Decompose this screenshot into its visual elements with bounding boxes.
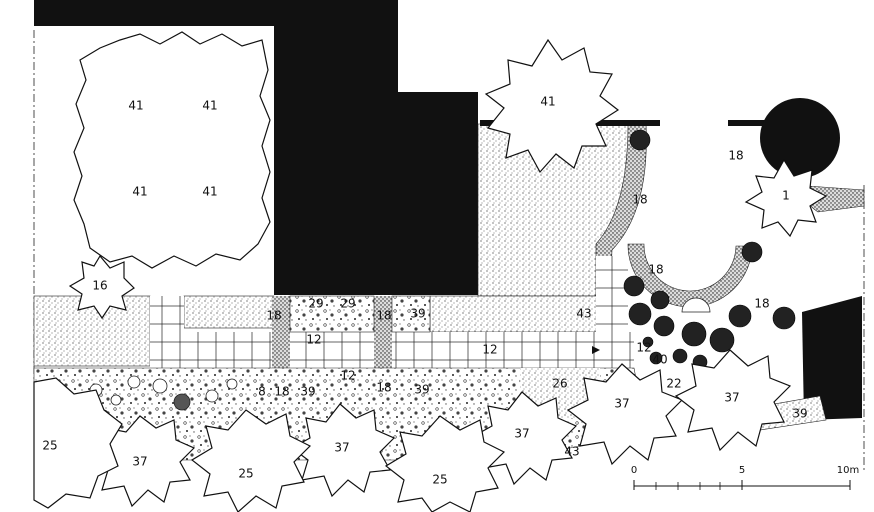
building-block-right [802, 296, 862, 420]
wall-cap-right [728, 120, 768, 126]
scale-bar: 0 5 10m [631, 465, 859, 490]
tree-16 [68, 254, 135, 320]
label-41: 41 [132, 185, 147, 199]
label-18: 18 [728, 149, 743, 163]
label-37: 37 [724, 391, 739, 405]
tree-41-right [484, 38, 620, 174]
plan-labels: 41 41 41 41 41 16 1 18 18 18 18 18 18 18… [42, 95, 807, 487]
label-37: 37 [514, 427, 529, 441]
label-26: 26 [552, 377, 567, 391]
paved-band-left [33, 295, 151, 367]
planter-39 [391, 295, 431, 333]
label-40: 40 [652, 353, 667, 367]
label-39: 39 [414, 383, 429, 397]
scale-tick-5: 5 [739, 465, 745, 476]
direction-arrow [592, 346, 600, 354]
label-37: 37 [334, 441, 349, 455]
label-18: 18 [274, 385, 289, 399]
label-41: 41 [540, 95, 555, 109]
label-18: 18 [376, 381, 391, 395]
label-29: 29 [308, 297, 323, 311]
label-41: 41 [202, 185, 217, 199]
label-22: 22 [666, 377, 681, 391]
paved-band-mid [183, 295, 275, 329]
tree-group-41 [73, 31, 271, 269]
shrubs [623, 129, 796, 370]
label-18: 18 [648, 263, 663, 277]
tile-paving-steps [596, 256, 628, 332]
building-block [34, 0, 478, 295]
tree-1 [744, 158, 828, 238]
label-12: 12 [636, 341, 651, 355]
label-43: 43 [564, 445, 579, 459]
label-1: 1 [782, 189, 790, 203]
label-39: 39 [410, 307, 425, 321]
label-18: 18 [632, 193, 647, 207]
label-43: 43 [576, 307, 591, 321]
label-39: 39 [300, 385, 315, 399]
label-12: 12 [340, 369, 355, 383]
label-18: 18 [266, 309, 281, 323]
label-25: 25 [42, 439, 57, 453]
label-8: 8 [258, 385, 266, 399]
label-12: 12 [306, 333, 321, 347]
label-37: 37 [132, 455, 147, 469]
trees-25 [33, 377, 506, 512]
scale-tick-10m: 10m [837, 465, 859, 476]
label-18: 18 [376, 309, 391, 323]
label-41: 41 [202, 99, 217, 113]
label-25: 25 [432, 473, 447, 487]
dark-tree-canopy [760, 98, 840, 178]
label-16: 16 [92, 279, 107, 293]
semicircle-feature [681, 297, 711, 313]
tile-paving-left [150, 296, 184, 332]
label-12: 12 [482, 343, 497, 357]
label-29: 29 [340, 297, 355, 311]
label-18: 18 [754, 297, 769, 311]
arc-path [627, 243, 753, 308]
label-39: 39 [792, 407, 807, 421]
label-37: 37 [614, 397, 629, 411]
scale-tick-0: 0 [631, 465, 637, 476]
label-41: 41 [128, 99, 143, 113]
label-25: 25 [238, 467, 253, 481]
paved-band-upper [429, 295, 601, 333]
planter-29 [289, 295, 375, 333]
trees-37 [90, 349, 792, 508]
